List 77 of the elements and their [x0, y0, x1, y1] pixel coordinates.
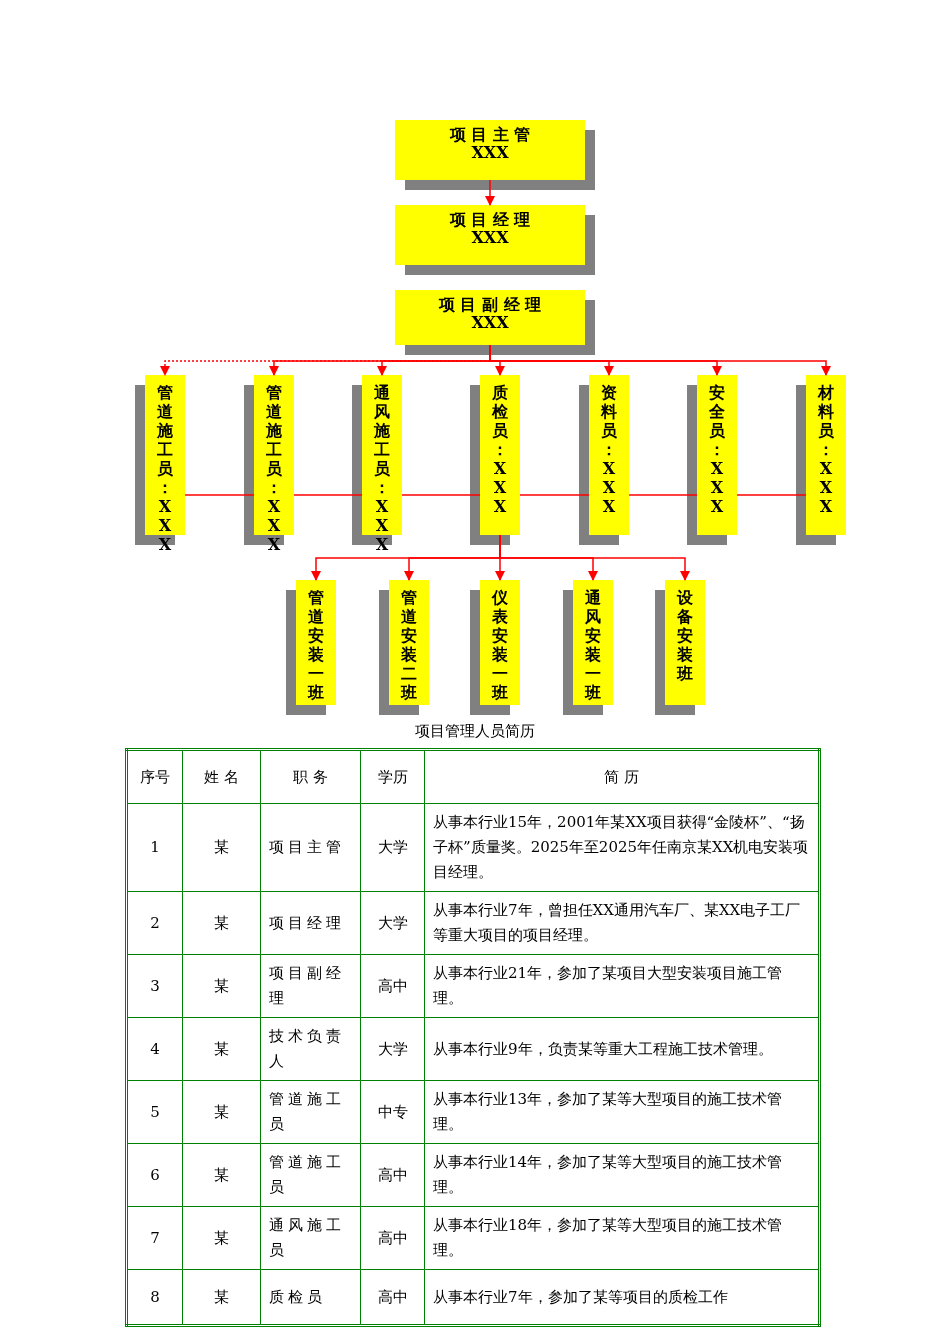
table-cell: 某: [182, 891, 261, 955]
table-cell: 技术负责人: [260, 1017, 361, 1081]
table-cell: 3: [126, 954, 183, 1018]
table-cell: 管道施工员: [260, 1143, 361, 1207]
table-cell: 某: [182, 1206, 261, 1270]
person-name: XXX: [470, 144, 510, 162]
table-cell: 管道施工员: [260, 1080, 361, 1144]
role-title: 项 目 经 理: [448, 211, 532, 229]
person-name: XXX: [470, 314, 510, 332]
table-cell: 项目主管: [260, 803, 361, 892]
role-title: 仪表安装一班: [491, 588, 509, 702]
table-cell: 某: [182, 803, 261, 892]
role-box: [395, 290, 585, 345]
person-name: XXX: [157, 497, 173, 554]
role-column-box: [665, 580, 705, 705]
person-name: XXX: [709, 459, 725, 516]
person-name: XXX: [470, 229, 510, 247]
connector-line: [736, 494, 807, 496]
table-cell: 大学: [360, 803, 425, 892]
connector-line: [519, 494, 590, 496]
table-cell: 大学: [360, 891, 425, 955]
person-name: XXX: [818, 459, 834, 516]
table-cell: 5: [126, 1080, 183, 1144]
role-box: [395, 205, 585, 265]
role-title: 项 目 主 管: [448, 126, 532, 144]
role-column-box: [480, 580, 520, 705]
table-title: 项目管理人员简历: [414, 722, 536, 741]
role-column-box: [589, 375, 629, 535]
role-title: 管道施工员：: [156, 383, 174, 497]
header-cell: 序号: [126, 749, 183, 804]
role-title: 项 目 副 经 理: [437, 296, 543, 314]
role-title: 材料员：: [817, 383, 835, 459]
connector-line: [401, 494, 481, 496]
table-cell: 1: [126, 803, 183, 892]
role-title: 管道安装二班: [400, 588, 418, 702]
table-cell: 高中: [360, 1143, 425, 1207]
table-cell: 某: [182, 954, 261, 1018]
table-cell: 通风施工员: [260, 1206, 361, 1270]
person-name: XXX: [492, 459, 508, 516]
table-cell: 某: [182, 1080, 261, 1144]
table-cell: 项目副经理: [260, 954, 361, 1018]
header-cell: 学历: [360, 749, 425, 804]
table-cell: 7: [126, 1206, 183, 1270]
connector-line: [628, 494, 698, 496]
person-name: XXX: [374, 497, 390, 554]
person-name: XXX: [266, 497, 282, 554]
role-column-box: [806, 375, 846, 535]
role-column-box: [573, 580, 613, 705]
table-cell: 6: [126, 1143, 183, 1207]
table-cell: 某: [182, 1143, 261, 1207]
role-column-box: [389, 580, 429, 705]
header-cell: 职 务: [260, 749, 361, 804]
table-cell: 高中: [360, 954, 425, 1018]
table-cell: 大学: [360, 1017, 425, 1081]
table-cell: 中专: [360, 1080, 425, 1144]
role-column-box: [697, 375, 737, 535]
role-title: 管道施工员：: [265, 383, 283, 497]
arrow: [485, 179, 495, 206]
table-cell: 某: [182, 1017, 261, 1081]
role-title: 通风安装一班: [584, 588, 602, 702]
role-title: 通风施工员：: [373, 383, 391, 497]
table-cell: 项目经理: [260, 891, 361, 955]
role-title: 安全员：: [708, 383, 726, 459]
role-title: 设备安装班: [676, 588, 694, 683]
role-title: 质检员：: [491, 383, 509, 459]
role-title: 管道安装一班: [307, 588, 325, 702]
role-column-box: [296, 580, 336, 705]
role-box: [395, 120, 585, 180]
connector-line: [184, 494, 255, 496]
connector-line: [293, 494, 363, 496]
role-column-box: [480, 375, 520, 535]
table-cell: 高中: [360, 1206, 425, 1270]
header-cell: 姓 名: [182, 749, 261, 804]
table-cell: 4: [126, 1017, 183, 1081]
role-title: 资料员：: [600, 383, 618, 459]
table-cell: 2: [126, 891, 183, 955]
person-name: XXX: [601, 459, 617, 516]
